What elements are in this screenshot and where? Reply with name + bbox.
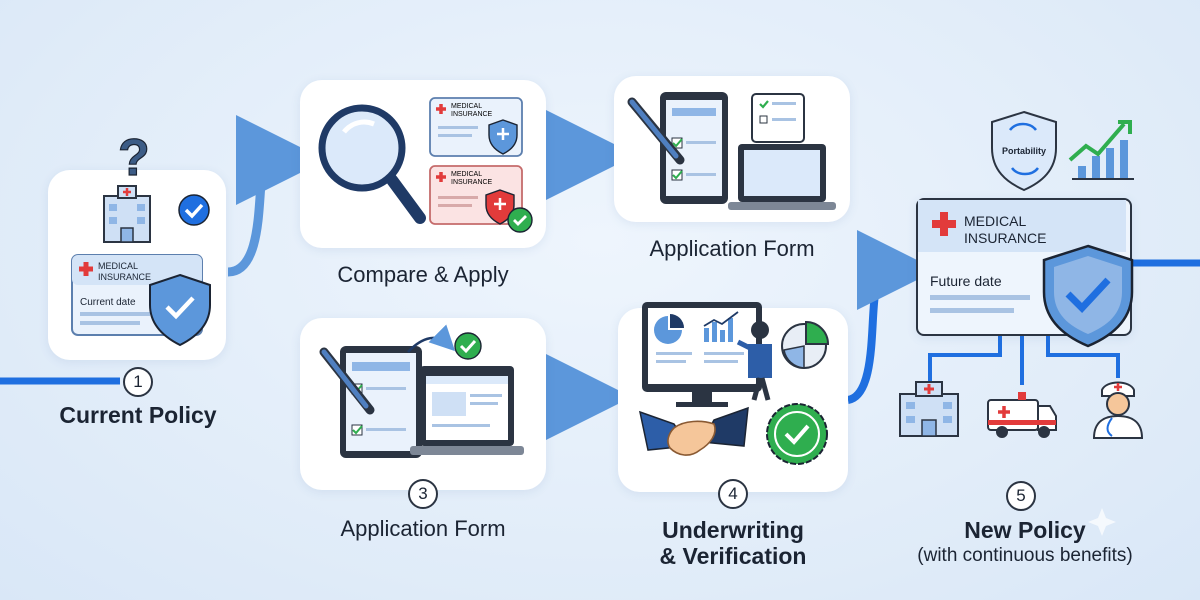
application-form-top-title: Application Form <box>649 236 815 261</box>
svg-text:MEDICAL: MEDICAL <box>98 261 138 271</box>
compare-card-top: MEDICAL INSURANCE <box>429 97 523 157</box>
svg-text:Future date: Future date <box>930 273 1002 289</box>
arrow-1-to-compare <box>227 115 326 277</box>
transfer-arrow-icon <box>407 324 456 353</box>
svg-text:MEDICAL: MEDICAL <box>451 171 482 178</box>
pen-icon <box>627 97 685 165</box>
svg-text:Portability: Portability <box>1002 146 1046 156</box>
compare-title: Compare & Apply <box>337 262 509 287</box>
laptop-icon <box>410 366 524 455</box>
question-mark-icon: ? <box>118 129 150 187</box>
hospital-icon <box>899 381 959 437</box>
step-1-number: 1 <box>123 367 153 397</box>
svg-text:INSURANCE: INSURANCE <box>98 272 151 282</box>
step-3-number: 3 <box>408 479 438 509</box>
ambulance-icon <box>987 392 1057 438</box>
seal-check-icon <box>766 403 828 465</box>
svg-text:INSURANCE: INSURANCE <box>964 230 1046 246</box>
checkmark-badge-icon <box>178 194 210 226</box>
step-4-title-line1: Underwriting <box>662 517 804 543</box>
step-5-number: 5 <box>1006 481 1036 511</box>
step-4-number: 4 <box>718 479 748 509</box>
monitor-dashboard-icon <box>642 302 762 407</box>
compare-card-bottom: MEDICAL INSURANCE <box>429 165 533 233</box>
doctor-icon <box>1092 381 1144 439</box>
service-branches <box>928 330 1120 385</box>
step-1-title: Current Policy <box>59 402 217 428</box>
shield-check-icon <box>149 273 211 347</box>
sparkle-icon <box>1088 508 1116 536</box>
svg-text:MEDICAL: MEDICAL <box>451 103 482 110</box>
presenter-icon <box>736 321 772 401</box>
laptop-icon <box>728 144 836 210</box>
pen-icon <box>319 347 375 415</box>
shield-check-icon <box>1042 244 1134 348</box>
svg-text:INSURANCE: INSURANCE <box>451 179 493 186</box>
handshake-icon <box>638 406 749 456</box>
step-5-title-line1: New Policy <box>964 517 1086 543</box>
step-5-title: New Policy (with continuous benefits) <box>880 517 1170 569</box>
arrow-4-to-5 <box>846 230 937 404</box>
tablet-icon <box>340 346 422 458</box>
checkmark-badge-icon <box>454 332 482 360</box>
step-3-title: Application Form <box>340 516 506 541</box>
hospital-icon <box>103 185 151 243</box>
portability-shield-icon: Portability <box>991 110 1057 192</box>
growth-chart-icon <box>1068 120 1134 180</box>
pie-chart-icon <box>781 320 830 369</box>
step-4-title-line2: & Verification <box>659 543 807 569</box>
svg-text:INSURANCE: INSURANCE <box>451 111 493 118</box>
checklist-icon <box>751 93 805 143</box>
magnifying-glass-icon <box>318 104 426 224</box>
svg-text:Current date: Current date <box>80 297 136 308</box>
step-4-title: Underwriting & Verification <box>618 517 848 569</box>
medical-cross-icon <box>932 212 956 236</box>
svg-text:MEDICAL: MEDICAL <box>964 213 1026 229</box>
step-5-title-line2: (with continuous benefits) <box>917 545 1133 566</box>
